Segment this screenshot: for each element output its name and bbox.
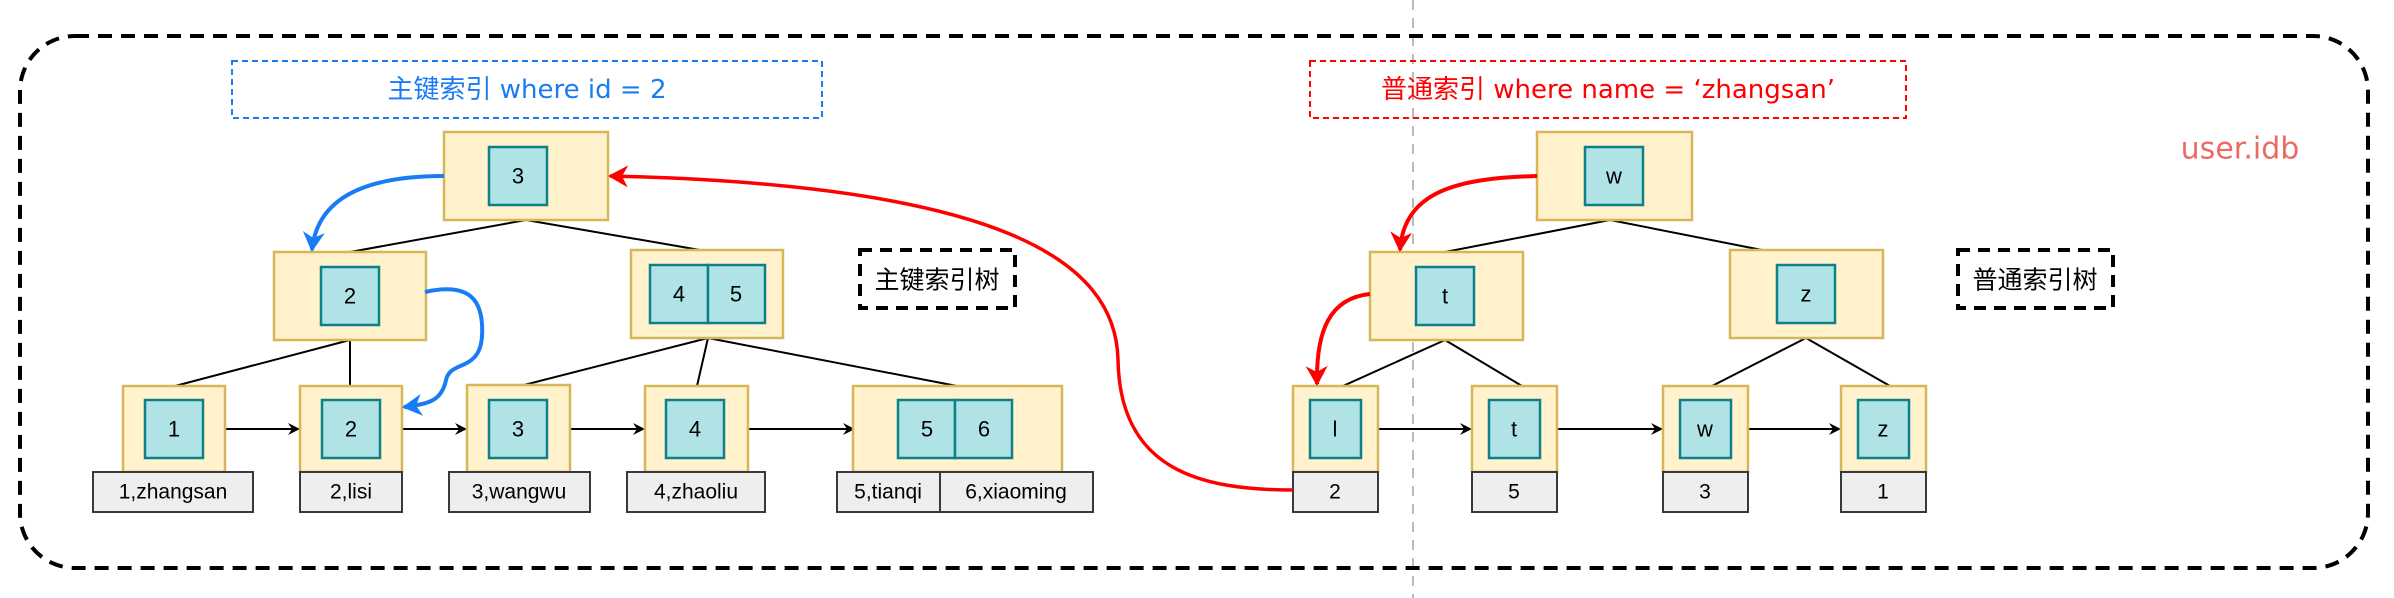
tree-edge — [519, 337, 709, 387]
node-key: 2 — [344, 284, 356, 309]
primary-key-value: 2 — [1329, 481, 1341, 504]
primary-index-section: 主键索引 where id = 2 主键索引树 3 2 — [92, 60, 1094, 513]
primary-search-path-arrow — [302, 174, 445, 252]
secondary-search-path-arrow — [1305, 292, 1371, 386]
table-lookup-arrow — [608, 165, 1294, 492]
primary-leaf-node[interactable]: 1 1,zhangsan — [92, 384, 254, 513]
tree-edge — [1342, 339, 1446, 387]
row-data: 4,zhaoliu — [654, 481, 738, 504]
secondary-leaf-node[interactable]: t 5 — [1470, 384, 1559, 513]
secondary-leaf-node[interactable]: l 2 — [1291, 384, 1380, 513]
node-key: w — [1696, 417, 1713, 442]
primary-key-value: 5 — [1508, 481, 1520, 504]
primary-key-value: 1 — [1877, 481, 1889, 504]
secondary-leaf-node[interactable]: w 3 — [1661, 384, 1750, 513]
node-key: 5 — [730, 282, 742, 307]
primary-root-node[interactable]: 3 — [442, 130, 610, 222]
row-data: 2,lisi — [330, 481, 372, 504]
tree-edge — [707, 337, 958, 387]
node-key: 3 — [512, 417, 524, 442]
tree-edge — [1711, 337, 1807, 387]
node-key: 2 — [345, 417, 357, 442]
primary-query-title: 主键索引 where id = 2 — [388, 75, 667, 105]
primary-leaf-node[interactable]: 3 3,wangwu — [448, 383, 591, 513]
file-label: user.idb — [2181, 132, 2300, 167]
primary-leaf-node[interactable]: 4 4,zhaoliu — [626, 384, 766, 513]
primary-tree-label: 主键索引树 — [874, 266, 999, 295]
row-data: 1,zhangsan — [119, 481, 228, 504]
tree-edge — [349, 219, 527, 253]
secondary-internal-node[interactable]: z — [1728, 248, 1885, 340]
tree-edge — [1444, 339, 1523, 387]
secondary-root-node[interactable]: w — [1535, 130, 1694, 222]
primary-leaf-node[interactable]: 2 2,lisi — [298, 384, 404, 513]
secondary-leaf-node[interactable]: z 1 — [1839, 384, 1928, 513]
tree-edge — [1805, 337, 1891, 387]
secondary-internal-node[interactable]: t — [1368, 250, 1525, 342]
primary-internal-node[interactable]: 2 — [272, 250, 428, 342]
secondary-tree-label: 普通索引树 — [1972, 266, 2097, 295]
node-key: z — [1878, 417, 1889, 442]
row-data: 5,tianqi — [854, 481, 922, 504]
tree-edge — [1609, 219, 1763, 251]
primary-search-path-arrow — [402, 287, 485, 416]
node-key: 5 — [921, 417, 933, 442]
tree-edge — [1444, 219, 1611, 253]
secondary-search-path-arrow — [1390, 174, 1538, 252]
primary-key-value: 3 — [1699, 481, 1711, 504]
primary-internal-node[interactable]: 4 5 — [629, 248, 785, 340]
node-key: z — [1801, 282, 1812, 307]
tree-edge — [525, 219, 701, 251]
node-key: w — [1605, 164, 1622, 189]
row-data: 6,xiaoming — [965, 481, 1067, 504]
node-key: 1 — [168, 417, 180, 442]
secondary-tree-label-box — [1956, 248, 2115, 310]
row-data: 3,wangwu — [472, 481, 567, 504]
node-key: 3 — [512, 164, 524, 189]
node-key: 6 — [978, 417, 990, 442]
primary-query-box — [231, 60, 823, 119]
primary-leaf-node[interactable]: 5 6 5,tianqi 6,xiaoming — [836, 384, 1094, 513]
node-key: t — [1442, 284, 1448, 309]
primary-tree-label-box — [858, 248, 1017, 310]
tree-edge — [696, 337, 709, 387]
node-key: t — [1511, 417, 1517, 442]
node-key: l — [1333, 417, 1338, 442]
secondary-query-box — [1309, 60, 1907, 119]
node-key: 4 — [673, 282, 685, 307]
node-key: 4 — [689, 417, 701, 442]
secondary-index-section: 普通索引 where name = ‘zhangsan’ 普通索引树 w t — [608, 60, 2115, 513]
file-container — [18, 34, 2370, 570]
tree-edge — [174, 339, 351, 387]
secondary-query-title: 普通索引 where name = ‘zhangsan’ — [1381, 75, 1835, 105]
